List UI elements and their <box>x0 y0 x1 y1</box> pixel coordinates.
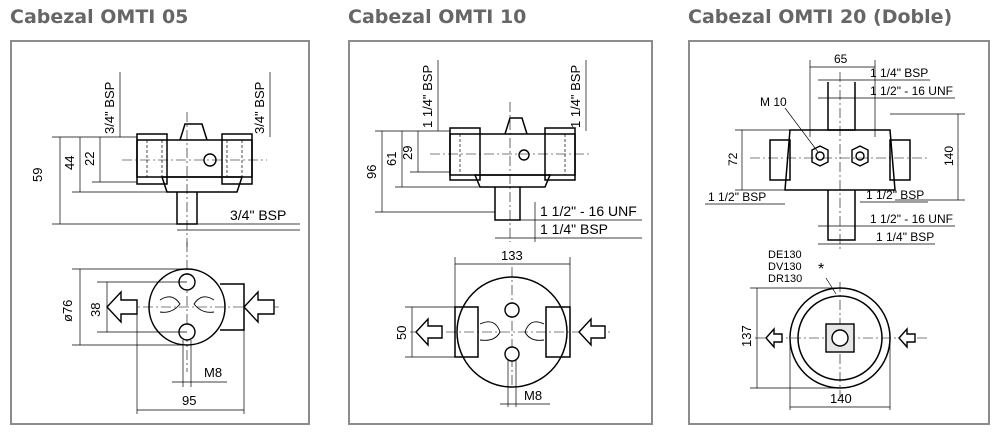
port-left-outline <box>136 133 168 185</box>
label-bsp-left: 1 1/2" BSP <box>708 190 766 204</box>
label-dim-65: 65 <box>834 52 848 66</box>
inlet-arrow <box>243 290 275 324</box>
flow-passage <box>193 296 215 313</box>
port-left-outline <box>449 127 481 181</box>
label-model-dr: DR130 <box>768 273 802 285</box>
bowl-outline <box>456 276 568 388</box>
top-spigot <box>827 82 856 131</box>
label-unf-top: 1 1/2" - 16 UNF <box>870 84 953 98</box>
inlet-boss-left <box>454 306 479 358</box>
drawing-omti-05: 3/4" BSP 3/4" BSP 59 44 22 3/4" BSP ø76 … <box>30 72 300 414</box>
label-dim-137: 137 <box>739 325 754 347</box>
label-bsp-outlet: 3/4" BSP <box>230 207 286 223</box>
label-bsp-top: 1 1/4" BSP <box>870 66 928 80</box>
label-asterisk: * <box>818 261 824 278</box>
label-dim-22: 22 <box>82 152 97 166</box>
inlet-arrow <box>898 327 916 349</box>
label-m8: M8 <box>204 365 222 380</box>
label-dim-96: 96 <box>364 165 379 179</box>
outlet-arrow <box>765 327 783 349</box>
label-bsp-right: 1 1/4" BSP <box>568 65 583 128</box>
label-bsp-left: 1 1/4" BSP <box>420 65 435 128</box>
outlet-arrow <box>106 290 138 324</box>
label-m8: M8 <box>524 388 542 403</box>
top-boss <box>504 117 528 135</box>
label-dim-29: 29 <box>400 146 415 160</box>
drawing-omti-10: 1 1/4" BSP 1 1/4" BSP 96 61 29 1 1/2" - … <box>364 60 642 407</box>
bypass-valve <box>518 149 530 161</box>
m10-hole <box>855 151 865 161</box>
mount-hole-top <box>504 302 520 318</box>
m10-hole <box>815 151 825 161</box>
label-dim-140-h: 140 <box>830 391 852 406</box>
label-bsp-outlet: 1 1/4" BSP <box>540 221 608 237</box>
label-m10: M 10 <box>760 95 787 109</box>
model-leader <box>825 277 837 295</box>
port-right-outline <box>544 127 576 181</box>
flow-passage <box>479 321 501 341</box>
label-dia-76: ø76 <box>60 300 75 322</box>
panel-omti-05: 3/4" BSP 3/4" BSP 59 44 22 3/4" BSP ø76 … <box>10 40 310 425</box>
panel-omti-10: 1 1/4" BSP 1 1/4" BSP 96 61 29 1 1/2" - … <box>348 40 653 425</box>
m10-leader <box>784 107 819 153</box>
flow-passage <box>524 321 545 341</box>
outlet-spigot <box>494 187 521 221</box>
bottom-spigot <box>827 190 856 241</box>
port-right-outline <box>221 133 253 185</box>
label-dim-140-v: 140 <box>942 146 956 166</box>
label-bsp-left: 3/4" BSP <box>102 82 117 134</box>
label-model-de: DE130 <box>768 249 802 261</box>
top-boss <box>179 123 208 141</box>
bowl-inner <box>797 295 883 381</box>
port-right <box>889 139 911 181</box>
panel-title-omti-10: Cabezal OMTI 10 <box>348 6 527 28</box>
label-dim-61: 61 <box>384 152 399 166</box>
head-body <box>784 129 896 191</box>
outlet-arrow <box>415 317 443 347</box>
label-dim-59: 59 <box>30 168 45 182</box>
label-bsp-bottom: 1 1/4" BSP <box>876 230 934 244</box>
outlet-port <box>831 329 849 347</box>
panel-omti-20: 65 1 1/4" BSP 1 1/2" - 16 UNF M 10 72 14… <box>688 40 990 425</box>
head-body <box>136 139 253 178</box>
label-dim-133: 133 <box>501 248 523 263</box>
label-dim-38: 38 <box>88 303 103 317</box>
label-bsp-right: 3/4" BSP <box>252 82 267 134</box>
panel-title-omti-20: Cabezal OMTI 20 (Doble) <box>688 6 953 28</box>
label-bsp-right: 1 1/2" BSP <box>866 188 924 202</box>
label-dim-50: 50 <box>394 326 409 340</box>
inlet-arrow <box>578 317 606 347</box>
flow-passage <box>159 296 181 313</box>
head-body <box>449 133 576 176</box>
drawing-omti-20: 65 1 1/4" BSP 1 1/2" - 16 UNF M 10 72 14… <box>705 52 965 410</box>
port-left <box>769 139 791 181</box>
label-unf: 1 1/2" - 16 UNF <box>540 203 637 219</box>
label-dim-72: 72 <box>726 152 740 166</box>
label-dim-44: 44 <box>62 156 77 170</box>
mounting-flange <box>473 174 552 188</box>
label-model-dv: DV130 <box>768 261 802 273</box>
label-dim-95: 95 <box>182 393 196 408</box>
panel-title-omti-05: Cabezal OMTI 05 <box>10 6 189 28</box>
mounting-flange <box>160 176 244 193</box>
inlet-boss-right <box>545 306 571 358</box>
label-unf-bottom: 1 1/2" - 16 UNF <box>870 212 953 226</box>
mount-hole-bottom <box>504 346 520 362</box>
